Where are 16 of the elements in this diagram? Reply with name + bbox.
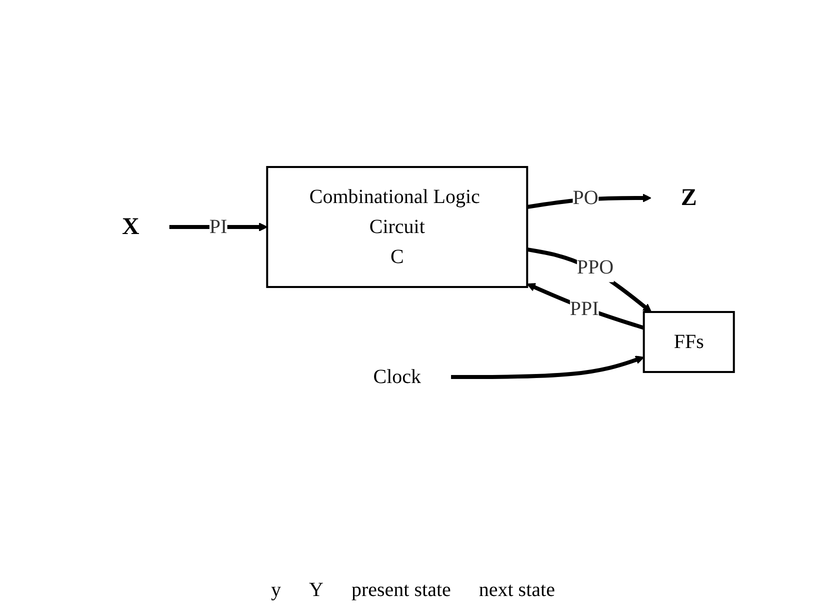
note-text: y bbox=[271, 579, 282, 602]
arrow bbox=[526, 246, 652, 312]
edge-label: PPO bbox=[576, 256, 614, 278]
arrow bbox=[451, 355, 644, 378]
node-text: X bbox=[122, 214, 140, 240]
arrow bbox=[526, 282, 644, 330]
note-text: present state bbox=[351, 579, 451, 602]
node-text: Clock bbox=[373, 366, 422, 388]
edge-label: PI bbox=[209, 216, 228, 238]
node-box: Combinational Logic Circuit C bbox=[266, 166, 528, 288]
edge-label: PO bbox=[572, 186, 598, 208]
note-text: next state bbox=[478, 579, 555, 602]
node-text: Z bbox=[680, 184, 697, 210]
node-box: FFs bbox=[642, 310, 735, 372]
edge-label: PPI bbox=[570, 297, 599, 320]
note-text: Y bbox=[309, 579, 324, 602]
